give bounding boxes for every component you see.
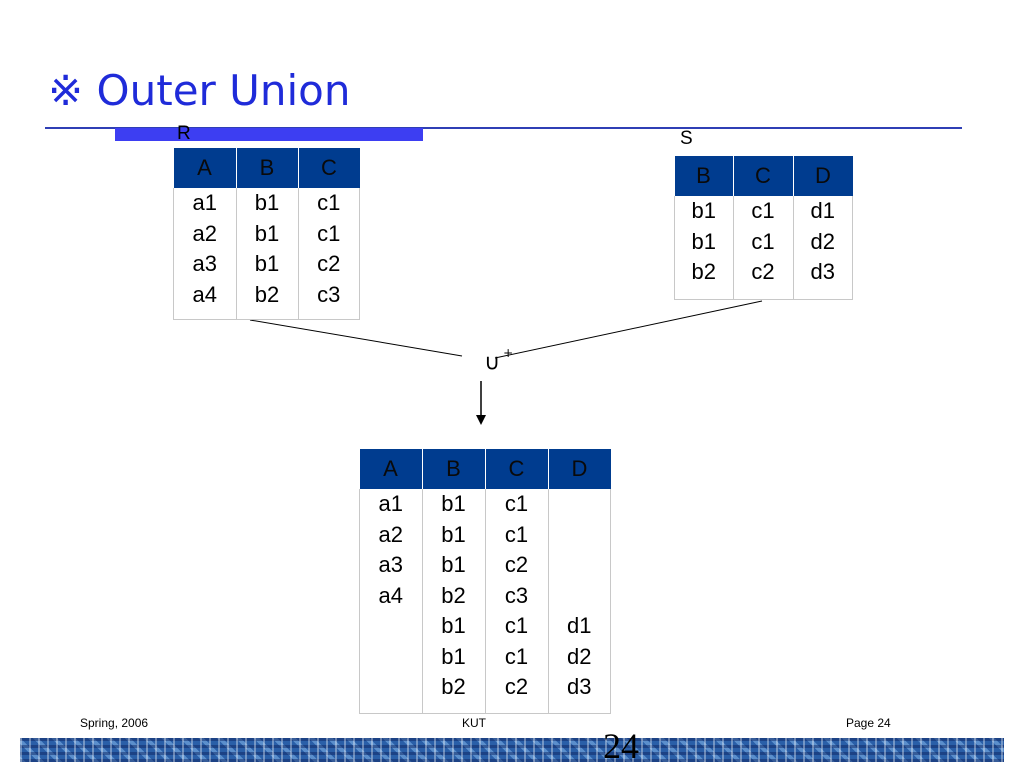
table-cell: c2 [751,259,775,284]
table-cell [549,550,611,581]
table-cell: a1 [192,190,217,215]
table-cell: b2 [254,281,280,307]
table-header-row: A B C D [359,449,611,489]
table-cell: b1 [441,613,466,638]
table-cell: b1 [441,491,466,516]
table-cell: c1 [504,613,529,638]
table-cell: b1 [441,643,466,669]
result-relation-table: A B C D a1 a2 a3 a4 b1 b1 b1 b2 b1 b1 b2… [359,449,611,714]
table-cell: b2 [441,582,466,608]
footer-date: Spring, 2006 [80,716,149,730]
table-cell: a4 [378,582,403,608]
table-cell: c1 [504,521,529,547]
column-header: B [674,156,734,196]
slide-title: ※ Outer Union [48,66,351,115]
column-header: D [793,156,853,196]
table-body-row: a1 a2 a3 a4 b1 b1 b1 b2 b1 b1 b2 c1 c1 c… [359,489,611,714]
column-header: B [422,449,486,489]
table-cell: c1 [751,228,775,254]
table-cell [360,611,422,642]
table-cell: b1 [254,251,280,276]
relation-s-table: B C D b1 b1 b2 c1 c1 c2 d1 d2 d3 [674,156,853,300]
table-cell: c1 [317,220,341,246]
table-cell: a3 [378,552,403,577]
footer-organization: KUT [462,716,486,730]
column-values: d1 d2 d3 [547,489,611,714]
table-cell [360,642,422,673]
table-cell [360,672,422,703]
footer-decorative-band [20,738,1004,762]
table-cell: b1 [441,552,466,577]
column-values: b1 b1 b1 b2 [235,188,298,320]
table-cell: c2 [504,674,529,699]
table-body-row: a1 a2 a3 a4 b1 b1 b1 b2 c1 c1 c2 c3 [173,188,360,320]
connector-line-r [249,319,463,357]
table-cell: d2 [567,643,592,669]
table-cell: d3 [810,259,835,284]
column-header: A [173,148,237,188]
column-values: b1 b1 b1 b2 b1 b1 b2 [421,489,485,714]
table-cell: c2 [317,251,341,276]
column-header: A [359,449,423,489]
table-cell: b2 [691,259,716,284]
table-cell: b1 [691,228,716,254]
table-cell [549,489,611,520]
table-cell: b2 [441,674,466,699]
table-cell: d3 [567,674,592,699]
outer-union-operator: ∪+ [484,347,513,376]
table-cell: c1 [504,643,529,669]
table-cell: a2 [192,220,217,246]
table-cell: a3 [192,251,217,276]
table-header-row: B C D [674,156,853,196]
table-cell: c3 [317,281,341,307]
title-accent-bar [115,128,423,141]
table-cell [549,581,611,612]
column-values: c1 c1 c2 c3 c1 c1 c2 [484,489,548,714]
table-cell: a4 [192,281,217,307]
table-cell: c1 [317,190,341,215]
slide-number: 24 [603,726,639,766]
table-cell: b1 [254,220,280,246]
table-cell: d1 [567,613,592,638]
column-header: C [298,148,360,188]
union-symbol: ∪ [484,350,501,376]
footer-page-label: Page 24 [846,716,891,730]
column-values: a1 a2 a3 a4 [173,188,236,320]
column-header: B [236,148,299,188]
column-values: c1 c1 c2 [732,196,793,300]
table-cell: a1 [378,491,403,516]
table-cell: b1 [441,521,466,547]
table-body-row: b1 b1 b2 c1 c1 c2 d1 d2 d3 [674,196,853,300]
relation-r-table: A B C a1 a2 a3 a4 b1 b1 b1 b2 c1 c1 c2 c… [173,148,360,320]
column-values: b1 b1 b2 [674,196,733,300]
table-cell: c1 [751,198,775,223]
column-header: C [485,449,549,489]
connector-line-s [494,300,763,359]
table-cell: d2 [810,228,835,254]
relation-s-label: S [680,128,693,149]
table-cell: b1 [691,198,716,223]
column-values: a1 a2 a3 a4 [359,489,422,714]
table-cell: a2 [378,521,403,547]
table-cell: c2 [504,552,529,577]
table-cell: d1 [810,198,835,223]
column-header: C [733,156,794,196]
table-cell: b1 [254,190,280,215]
table-cell: c3 [504,582,529,608]
column-values: d1 d2 d3 [792,196,853,300]
table-header-row: A B C [173,148,360,188]
column-values: c1 c1 c2 c3 [297,188,360,320]
table-cell [549,520,611,551]
result-arrow-head [476,415,486,425]
title-underline [45,127,962,129]
operator-superscript: + [503,346,514,360]
table-cell: c1 [504,491,529,516]
relation-r-label: R [177,123,191,144]
column-header: D [548,449,611,489]
